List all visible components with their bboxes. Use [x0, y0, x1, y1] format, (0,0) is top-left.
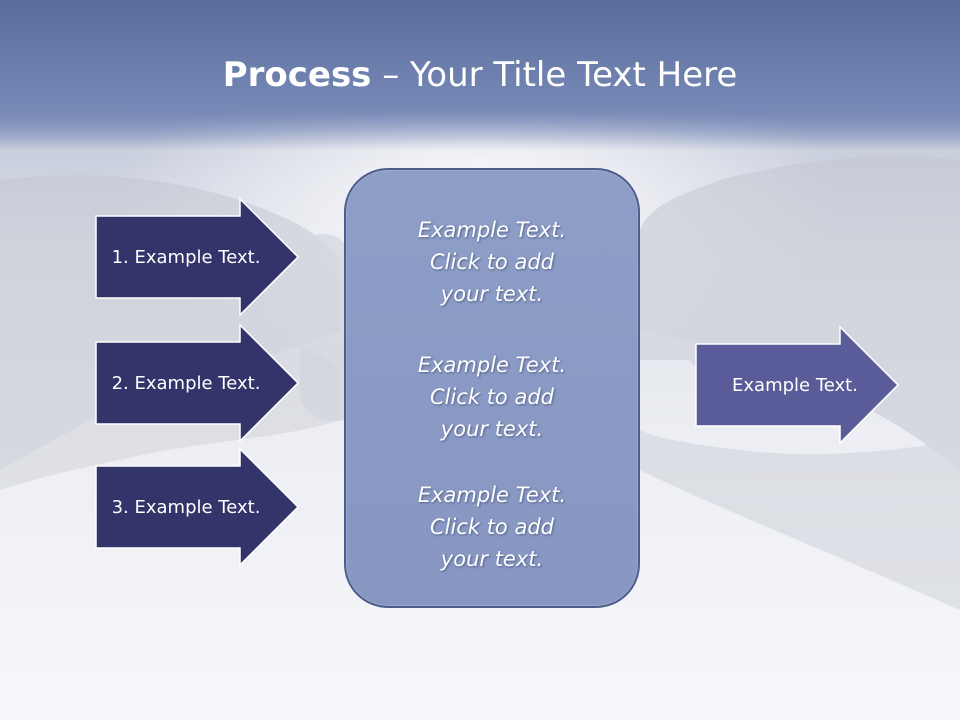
- title-band: [0, 0, 960, 150]
- center-text-line: Click to add: [429, 250, 554, 274]
- input-arrow-1: 1. Example Text.: [95, 197, 300, 317]
- center-text-block-2: Example Text. Click to add your text.: [346, 349, 638, 445]
- input-arrow-1-shape: [95, 197, 300, 317]
- center-text-block-1: Example Text. Click to add your text.: [346, 214, 638, 310]
- title-bold: Process: [222, 55, 372, 95]
- output-arrow-label: Example Text.: [732, 374, 858, 396]
- output-arrow: Example Text.: [695, 325, 900, 445]
- center-text-line: Click to add: [429, 515, 554, 539]
- center-text-line: Click to add: [429, 385, 554, 409]
- center-text-line: Example Text.: [417, 353, 567, 377]
- output-arrow-shape: [695, 325, 900, 445]
- center-text-line: your text.: [440, 547, 544, 571]
- input-arrow-2-label: 2. Example Text.: [111, 372, 261, 394]
- input-arrow-2: 2. Example Text.: [95, 323, 300, 443]
- center-text-line: your text.: [440, 417, 544, 441]
- center-text-line: Example Text.: [417, 483, 567, 507]
- input-arrow-3-label: 3. Example Text.: [111, 496, 261, 518]
- input-arrow-1-label: 1. Example Text.: [111, 246, 261, 268]
- title-rest: – Your Title Text Here: [371, 55, 738, 95]
- input-arrow-3-shape: [95, 447, 300, 567]
- slide-title: Process – Your Title Text Here: [0, 52, 960, 98]
- input-arrow-3: 3. Example Text.: [95, 447, 300, 567]
- center-text-line: your text.: [440, 282, 544, 306]
- center-process-box: Example Text. Click to add your text. Ex…: [344, 168, 640, 608]
- center-text-line: Example Text.: [417, 218, 567, 242]
- input-arrow-2-shape: [95, 323, 300, 443]
- center-text-block-3: Example Text. Click to add your text.: [346, 479, 638, 575]
